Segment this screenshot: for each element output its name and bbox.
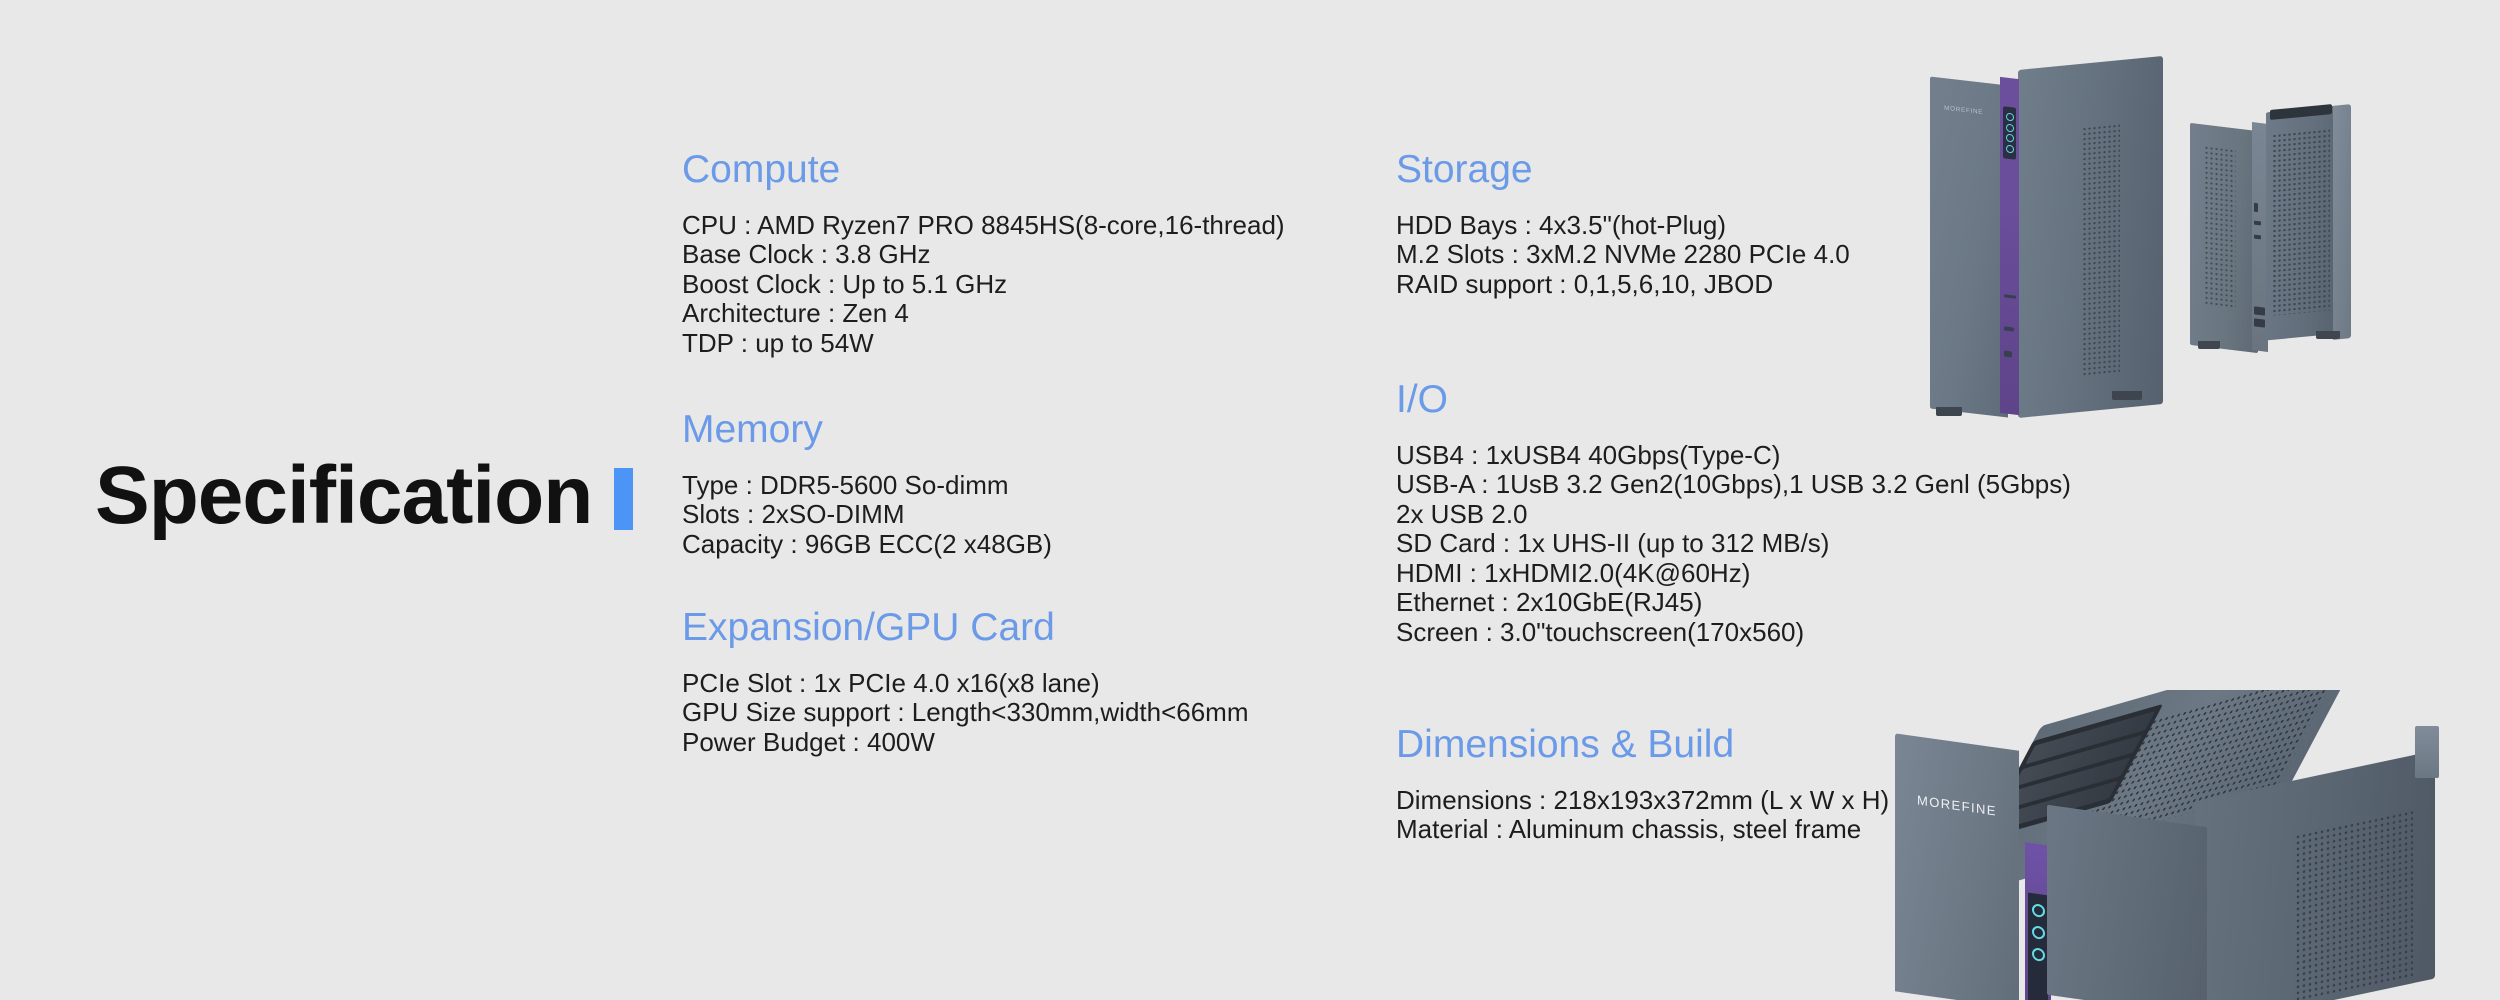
tower-foot: [2316, 331, 2340, 339]
section-body-io: USB4 : 1xUSB4 40Gbps(Type-C) USB-A : 1Us…: [1396, 439, 2071, 648]
section-heading-storage: Storage: [1396, 148, 1533, 191]
tower-foot: [1936, 407, 1962, 416]
case-front-panel: [2047, 804, 2207, 1000]
spec-block-dimensions-build: Dimensions & Build Dimensions : 218x193x…: [1396, 723, 1890, 845]
spec-line: GPU Size support : Length<330mm,width<66…: [682, 697, 1249, 728]
spec-line: Dimensions : 218x193x372mm (L x W x H): [1396, 784, 1890, 815]
spec-line: CPU : AMD Ryzen7 PRO 8845HS(8-core,16-th…: [682, 209, 1285, 240]
spec-line: USB4 : 1xUSB4 40Gbps(Type-C): [1396, 439, 1781, 470]
ethernet-port: [2254, 306, 2265, 316]
spec-line: RAID support : 0,1,5,6,10, JBOD: [1396, 268, 1774, 299]
power-button: [2004, 350, 2012, 358]
spec-line: SD Card : 1x UHS-II (up to 312 MB/s): [1396, 528, 1830, 559]
case-touchscreen: [2028, 892, 2048, 1000]
spec-line: Slots : 2xSO-DIMM: [682, 499, 905, 530]
section-body-storage: HDD Bays : 4x3.5"(hot-Plug) M.2 Slots : …: [1396, 209, 1850, 300]
spec-block-memory: Memory Type : DDR5-5600 So-dimm Slots : …: [682, 408, 1052, 560]
product-image-hero-topdown: MOREFINE: [1895, 690, 2500, 1000]
screen-ring-icon: [2031, 925, 2045, 940]
spec-line: PCIe Slot : 1x PCIe 4.0 x16(x8 lane): [682, 667, 1100, 698]
screen-ring-icon: [2005, 144, 2014, 154]
spec-line: Ethernet : 2x10GbE(RJ45): [1396, 587, 1703, 618]
spec-line: USB-A : 1UsB 3.2 Gen2(10Gbps),1 USB 3.2 …: [1396, 469, 2071, 500]
spec-line: Architecture : Zen 4: [682, 298, 909, 329]
section-body-memory: Type : DDR5-5600 So-dimm Slots : 2xSO-DI…: [682, 469, 1052, 560]
section-body-expansion-gpu-card: PCIe Slot : 1x PCIe 4.0 x16(x8 lane) GPU…: [682, 667, 1249, 758]
spec-line: HDMI : 1xHDMI2.0(4K@60Hz): [1396, 557, 1751, 588]
section-body-dimensions-build: Dimensions : 218x193x372mm (L x W x H) M…: [1396, 784, 1890, 845]
tower-front-vent-mesh: [2272, 128, 2330, 316]
screen-ring-icon: [2005, 112, 2014, 122]
ethernet-port: [2254, 318, 2265, 328]
section-heading-memory: Memory: [682, 408, 823, 451]
section-body-compute: CPU : AMD Ryzen7 PRO 8845HS(8-core,16-th…: [682, 209, 1285, 359]
section-heading-expansion-gpu-card: Expansion/GPU Card: [682, 606, 1055, 649]
spec-line: M.2 Slots : 3xM.2 NVMe 2280 PCIe 4.0: [1396, 239, 1850, 270]
spec-line: 2x USB 2.0: [1396, 498, 1528, 529]
spec-line: Screen : 3.0"touchscreen(170x560): [1396, 616, 1805, 647]
screen-ring-icon: [2031, 947, 2045, 962]
status-indicator: [2254, 202, 2258, 213]
usb-port: [2254, 220, 2261, 226]
section-heading-io: I/O: [1396, 378, 1449, 421]
section-heading-compute: Compute: [682, 148, 841, 191]
title-accent-bar: [614, 468, 634, 530]
section-heading-dimensions-build: Dimensions & Build: [1396, 723, 1735, 766]
spec-block-io: I/O USB4 : 1xUSB4 40Gbps(Type-C) USB-A :…: [1396, 378, 2071, 648]
spec-line: Base Clock : 3.8 GHz: [682, 239, 931, 270]
spec-block-expansion-gpu-card: Expansion/GPU Card PCIe Slot : 1x PCIe 4…: [682, 606, 1249, 758]
spec-line: Type : DDR5-5600 So-dimm: [682, 469, 1009, 500]
tower-touchscreen: [2003, 106, 2016, 160]
case-left-panel: [1895, 733, 2019, 1000]
tower-foot: [2112, 391, 2142, 400]
usb-port: [2254, 234, 2261, 240]
spec-line: Material : Aluminum chassis, steel frame: [1396, 814, 1862, 845]
case-handle-right: [2415, 726, 2439, 778]
spec-block-storage: Storage HDD Bays : 4x3.5"(hot-Plug) M.2 …: [1396, 148, 1850, 300]
spec-line: TDP : up to 54W: [682, 327, 874, 358]
tower-side-vent-mesh: [2082, 123, 2120, 377]
case-right-vent-mesh: [2295, 809, 2413, 1000]
tower-front-panel: [1930, 76, 2008, 418]
tower-left-vent-mesh: [2204, 145, 2236, 309]
spec-line: HDD Bays : 4x3.5"(hot-Plug): [1396, 209, 1727, 240]
tower-foot: [2198, 341, 2220, 349]
tower-edge-panel: [2333, 104, 2351, 340]
screen-ring-icon: [2005, 133, 2014, 143]
spec-block-compute: Compute CPU : AMD Ryzen7 PRO 8845HS(8-co…: [682, 148, 1285, 359]
page-title: Specification: [95, 450, 593, 541]
screen-ring-icon: [2031, 903, 2045, 918]
page-title-group: Specification: [95, 450, 634, 541]
product-image-two-towers: MOREFINE: [1905, 55, 2500, 455]
spec-line: Power Budget : 400W: [682, 726, 935, 757]
spec-line: Capacity : 96GB ECC(2 x48GB): [682, 528, 1052, 559]
screen-ring-icon: [2005, 123, 2014, 133]
spec-line: Boost Clock : Up to 5.1 GHz: [682, 268, 1008, 299]
